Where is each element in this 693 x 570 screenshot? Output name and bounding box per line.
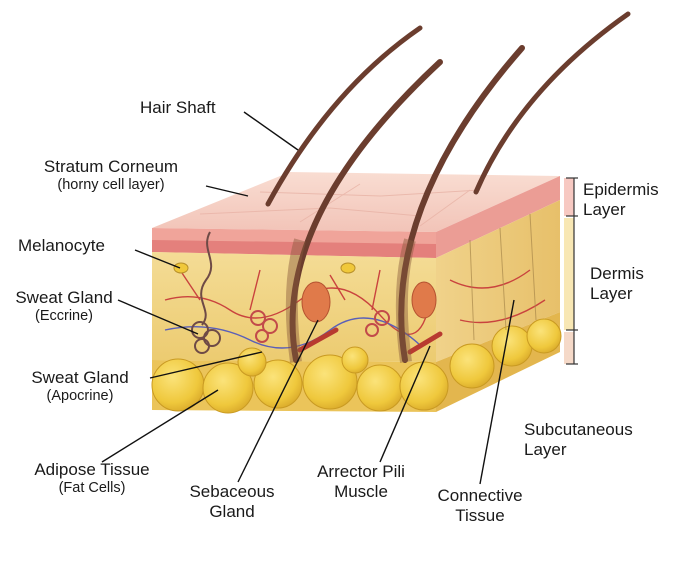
epidermis-bracket [564,178,574,216]
fat-cells [151,318,562,414]
apocrine-gland [250,310,390,343]
label-adipose-tissue: Adipose Tissue (Fat Cells) [34,460,150,496]
label-arrector-pili-muscle: Arrector Pili Muscle [317,462,405,501]
label-epidermis-layer: Epidermis Layer [583,180,659,219]
label-stratum-corneum: Stratum Corneum (horny cell layer) [43,157,179,193]
label-melanocyte: Melanocyte [18,236,105,255]
label-dermis-layer: Dermis Layer [590,264,644,303]
label-sebaceous-gland: Sebaceous Gland [189,482,275,521]
hair-shafts [265,11,631,363]
label-sweat-gland-eccrine: Sweat Gland (Eccrine) [15,288,113,324]
eccrine-gland [191,231,221,354]
label-sweat-gland-apocrine: Sweat Gland (Apocrine) [31,368,129,404]
subcutaneous-bracket [564,332,574,364]
dermis-bracket [564,218,574,330]
sebaceous-glands [301,281,437,323]
melanocyte-cell [173,262,189,274]
leader-lines [101,111,515,485]
label-hair-shaft: Hair Shaft [140,98,216,117]
label-connective-tissue: Connective Tissue [437,486,523,525]
hair-follicles [285,238,416,363]
skin-surface [152,172,560,232]
label-subcutaneous-layer: Subcutaneous Layer [524,420,633,459]
arrector-pili [297,327,339,353]
